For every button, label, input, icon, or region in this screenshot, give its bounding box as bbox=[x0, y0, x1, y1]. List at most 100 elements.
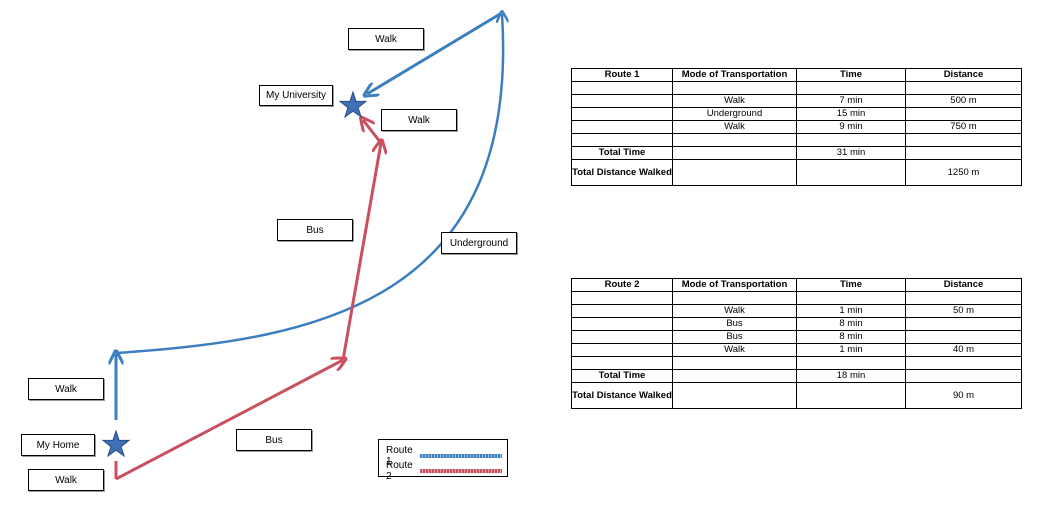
table-cell: Walk bbox=[672, 343, 797, 357]
table-row: Bus 8 min bbox=[571, 330, 1022, 344]
route2-header-mode: Mode of Transportation bbox=[672, 278, 797, 292]
table-row bbox=[571, 356, 1022, 370]
route2-total-distance-row: Total Distance Walked 90 m bbox=[571, 382, 1022, 409]
table-cell bbox=[672, 356, 797, 370]
route1-total-time-row: Total Time 31 min bbox=[571, 146, 1022, 160]
table-cell bbox=[905, 81, 1022, 95]
home-star-icon bbox=[101, 429, 131, 458]
table-cell bbox=[672, 291, 797, 305]
table-cell bbox=[672, 133, 797, 147]
table-cell bbox=[905, 291, 1022, 305]
route1-header-distance: Distance bbox=[905, 68, 1022, 82]
route2-header-distance: Distance bbox=[905, 278, 1022, 292]
route1-underground-segment bbox=[115, 14, 503, 355]
route1-header-route: Route 1 bbox=[571, 68, 673, 82]
table-row: Walk 1 min 40 m bbox=[571, 343, 1022, 357]
legend-route2-swatch bbox=[420, 469, 502, 473]
legend-route1-label: Route 1 bbox=[386, 445, 413, 467]
table-cell bbox=[905, 133, 1022, 147]
table-cell: 50 m bbox=[905, 304, 1022, 318]
route1-table: Route 1 Mode of Transportation Time Dist… bbox=[571, 68, 1022, 186]
table-cell bbox=[905, 369, 1022, 383]
route2-table-header: Route 2 Mode of Transportation Time Dist… bbox=[571, 278, 1022, 292]
table-cell: 7 min bbox=[796, 94, 906, 108]
legend-route1-swatch bbox=[420, 454, 502, 458]
label-walk-top: Walk bbox=[348, 28, 424, 50]
route1-total-distance-value: 1250 m bbox=[905, 159, 1022, 186]
label-bus-upper: Bus bbox=[277, 219, 353, 241]
table-row: Underground 15 min bbox=[571, 107, 1022, 121]
table-cell: 8 min bbox=[796, 317, 906, 331]
route2-bus-upper-segment bbox=[341, 143, 381, 361]
table-row bbox=[571, 133, 1022, 147]
table-cell bbox=[672, 146, 797, 160]
table-cell bbox=[905, 107, 1022, 121]
table-cell bbox=[571, 291, 673, 305]
table-row: Bus 8 min bbox=[571, 317, 1022, 331]
legend-route2: Route 2 bbox=[386, 460, 502, 482]
table-cell: 15 min bbox=[796, 107, 906, 121]
table-cell bbox=[571, 81, 673, 95]
route1-total-distance-row: Total Distance Walked 1250 m bbox=[571, 159, 1022, 186]
route1-table-header: Route 1 Mode of Transportation Time Dist… bbox=[571, 68, 1022, 82]
table-cell bbox=[571, 133, 673, 147]
table-cell bbox=[796, 382, 906, 409]
label-walk-home-up: Walk bbox=[28, 378, 104, 400]
label-underground: Underground bbox=[441, 232, 517, 254]
route1-total-time-value: 31 min bbox=[796, 146, 906, 160]
route2-header-time: Time bbox=[796, 278, 906, 292]
table-cell bbox=[672, 369, 797, 383]
route2-header-route: Route 2 bbox=[571, 278, 673, 292]
route2-total-time-value: 18 min bbox=[796, 369, 906, 383]
table-cell bbox=[571, 304, 673, 318]
table-cell bbox=[571, 317, 673, 331]
table-cell: 8 min bbox=[796, 330, 906, 344]
table-cell: 9 min bbox=[796, 120, 906, 134]
route1-walk-university-segment bbox=[367, 12, 501, 94]
table-row bbox=[571, 291, 1022, 305]
table-cell bbox=[796, 81, 906, 95]
legend: Route 1 Route 2 bbox=[378, 439, 508, 482]
route2-table: Route 2 Mode of Transportation Time Dist… bbox=[571, 278, 1022, 409]
table-cell bbox=[571, 120, 673, 134]
table-cell bbox=[796, 159, 906, 186]
table-cell bbox=[571, 107, 673, 121]
university-star-icon bbox=[338, 90, 368, 119]
route2-total-distance-value: 90 m bbox=[905, 382, 1022, 409]
label-my-university: My University bbox=[259, 85, 333, 106]
label-walk-home-down: Walk bbox=[28, 469, 104, 491]
route2-bus-lower-segment bbox=[115, 360, 343, 481]
table-cell: Bus bbox=[672, 317, 797, 331]
table-cell: 750 m bbox=[905, 120, 1022, 134]
table-cell: Walk bbox=[672, 120, 797, 134]
table-cell bbox=[571, 94, 673, 108]
table-row bbox=[571, 81, 1022, 95]
route2-total-time-label: Total Time bbox=[571, 369, 673, 383]
table-cell bbox=[905, 330, 1022, 344]
table-cell bbox=[672, 382, 797, 409]
table-cell bbox=[796, 133, 906, 147]
table-cell: 500 m bbox=[905, 94, 1022, 108]
table-cell: 40 m bbox=[905, 343, 1022, 357]
label-my-home: My Home bbox=[21, 434, 95, 456]
table-cell bbox=[905, 356, 1022, 370]
route2-total-distance-label: Total Distance Walked bbox=[571, 382, 673, 409]
route1-header-mode: Mode of Transportation bbox=[672, 68, 797, 82]
table-row: Walk 7 min 500 m bbox=[571, 94, 1022, 108]
route1-total-distance-label: Total Distance Walked bbox=[571, 159, 673, 186]
table-cell bbox=[672, 159, 797, 186]
route1-total-time-label: Total Time bbox=[571, 146, 673, 160]
table-cell: 1 min bbox=[796, 343, 906, 357]
route2-total-time-row: Total Time 18 min bbox=[571, 369, 1022, 383]
legend-route1: Route 1 bbox=[386, 445, 502, 467]
label-walk-university: Walk bbox=[381, 109, 457, 131]
table-cell bbox=[796, 291, 906, 305]
route2-walk-university-segment bbox=[363, 120, 383, 144]
table-cell: Underground bbox=[672, 107, 797, 121]
table-cell bbox=[672, 81, 797, 95]
table-cell bbox=[796, 356, 906, 370]
table-cell bbox=[571, 330, 673, 344]
table-cell bbox=[905, 146, 1022, 160]
